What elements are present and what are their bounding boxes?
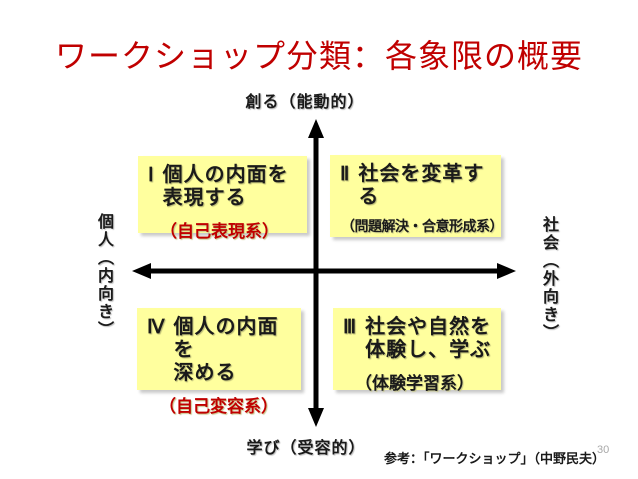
quadrant-2-subtitle: （問題解決・合意形成系）	[341, 218, 504, 234]
quadrant-1-subtitle: （自己表現系）	[160, 222, 279, 241]
quadrant-2-title: 社会を変革す る	[358, 163, 485, 208]
quadrant-4-title: 個人の内面を 深める	[173, 316, 279, 384]
axis-label-top: 創る（能動的）	[245, 94, 365, 111]
slide-title: ワークショップ分類：各象限の概要	[54, 38, 583, 74]
page-number: 30	[597, 444, 610, 456]
quadrant-3-numeral: Ⅲ	[343, 317, 357, 338]
axis-label-left: 個人（内向き）	[95, 213, 112, 339]
quadrant-4-numeral: Ⅳ	[147, 317, 165, 338]
quadrant-box-3: Ⅲ 社会や自然を 体験し、学ぶ （体験学習系）	[333, 308, 501, 393]
axis-label-bottom: 学び（受容的）	[246, 440, 366, 457]
quadrant-1-title: 個人の内面を 表現する	[162, 164, 289, 209]
quadrant-1-numeral: Ⅰ	[148, 165, 154, 186]
quadrant-box-2: Ⅱ 社会を変革す る （問題解決・合意形成系）	[330, 155, 504, 237]
reference-text: 参考：「ワークショップ」（中野民夫）	[383, 451, 605, 466]
quadrant-3-subtitle: （体験学習系）	[355, 374, 474, 393]
quadrant-2-numeral: Ⅱ	[340, 164, 350, 185]
quadrant-box-1: Ⅰ 個人の内面を 表現する （自己表現系）	[138, 156, 307, 241]
quadrant-3-title: 社会や自然を 体験し、学ぶ	[365, 316, 492, 361]
quadrant-box-4: Ⅳ 個人の内面を 深める （自己変容系）	[137, 308, 301, 416]
axis-label-right: 社会（外向き）	[540, 216, 557, 342]
quadrant-4-subtitle: （自己変容系）	[159, 397, 278, 416]
